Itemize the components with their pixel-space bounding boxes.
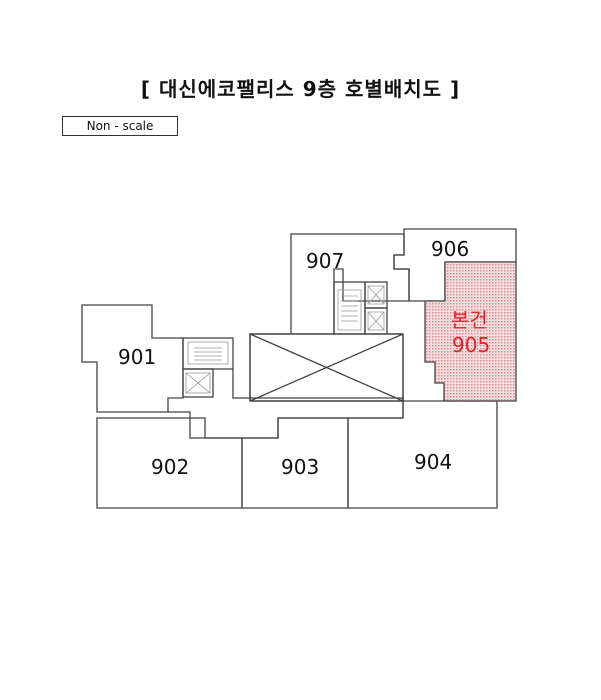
elevator-left xyxy=(182,368,214,398)
page-title: [ 대신에코팰리스 9층 호별배치도 ] xyxy=(140,77,461,101)
unit-901[interactable] xyxy=(81,304,184,413)
label-903: 903 xyxy=(281,455,319,479)
label-904: 904 xyxy=(414,450,452,474)
label-905: 905 xyxy=(452,333,490,357)
label-905-prefix: 본건 xyxy=(451,308,488,332)
elevator-center-2 xyxy=(364,307,388,335)
label-902: 902 xyxy=(151,455,189,479)
label-901: 901 xyxy=(118,345,156,369)
label-907: 907 xyxy=(306,249,344,273)
scale-note: Non - scale xyxy=(62,116,178,136)
unit-902[interactable] xyxy=(96,417,243,509)
unit-906[interactable] xyxy=(393,228,517,302)
label-906: 906 xyxy=(431,237,469,261)
unit-905[interactable] xyxy=(424,261,517,402)
